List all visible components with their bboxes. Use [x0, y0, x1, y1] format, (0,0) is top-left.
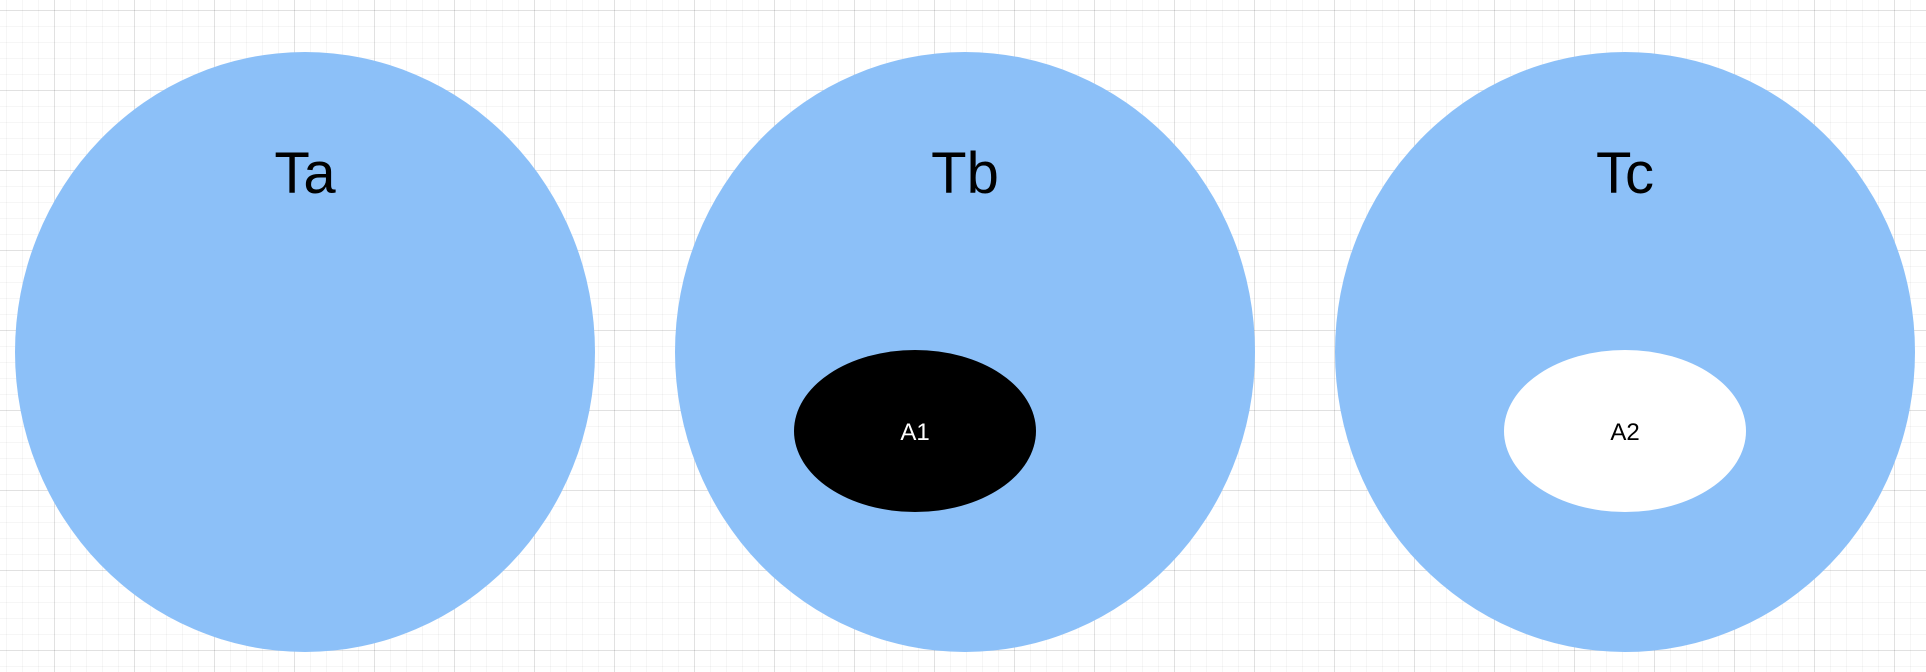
- circle-ta-label: Ta: [274, 141, 336, 206]
- circle-tb-group[interactable]: Tb A1: [675, 52, 1255, 652]
- ellipse-a1-group[interactable]: A1: [794, 350, 1036, 512]
- ellipse-a1[interactable]: [794, 350, 1036, 512]
- ellipse-a2-label: A2: [1610, 419, 1639, 446]
- circle-tb-label: Tb: [931, 141, 999, 206]
- ellipse-a1-label: A1: [900, 419, 929, 446]
- ellipse-a2-group[interactable]: A2: [1504, 350, 1746, 512]
- circle-ta-group[interactable]: Ta: [15, 52, 595, 652]
- circle-tb[interactable]: [675, 52, 1255, 652]
- ellipse-a2[interactable]: [1504, 350, 1746, 512]
- circle-tc-group[interactable]: Tc A2: [1335, 52, 1915, 652]
- circle-ta[interactable]: [15, 52, 595, 652]
- circle-tc-label: Tc: [1596, 141, 1654, 206]
